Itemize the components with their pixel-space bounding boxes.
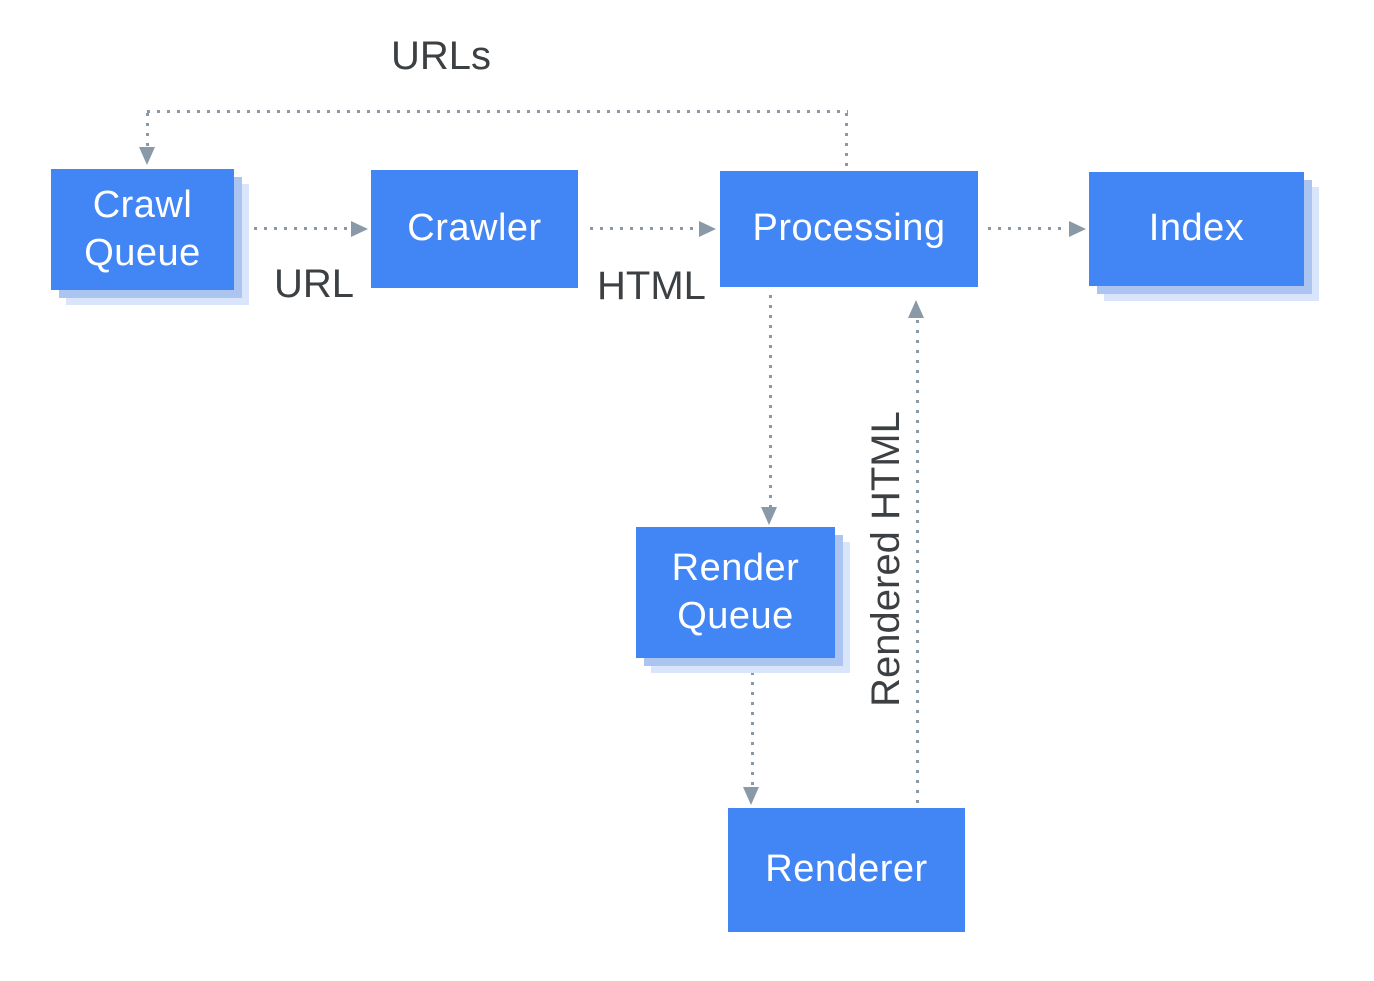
edge-label-rendered-html: Rendered HTML xyxy=(864,411,908,707)
arrowhead-down-icon xyxy=(761,507,777,525)
node-label: Render Queue xyxy=(671,546,800,637)
arrowhead-up-icon xyxy=(908,300,924,318)
arrowhead-down-icon xyxy=(743,787,759,805)
node-index: Index xyxy=(1089,172,1304,286)
node-label: Processing xyxy=(752,207,946,250)
dotted-line-segment xyxy=(146,113,149,147)
node-render-queue: Render Queue xyxy=(636,527,835,658)
edge-label-urls: URLs xyxy=(391,34,492,78)
dotted-line-segment xyxy=(988,227,1068,230)
dotted-line-segment xyxy=(147,110,848,113)
node-label: Renderer xyxy=(765,848,928,891)
arrowhead-right-icon xyxy=(1069,221,1086,237)
dotted-line-segment xyxy=(916,320,919,806)
dotted-line-segment xyxy=(769,295,772,507)
dotted-line-segment xyxy=(845,113,848,171)
node-crawl-queue: Crawl Queue xyxy=(51,169,234,290)
node-crawler: Crawler xyxy=(371,170,578,288)
node-label: Index xyxy=(1148,207,1245,250)
node-processing: Processing xyxy=(720,171,978,287)
arrowhead-right-icon xyxy=(351,221,368,237)
dotted-line-segment xyxy=(590,227,698,230)
dotted-line-segment xyxy=(751,672,754,786)
edge-label-url: URL xyxy=(274,262,355,306)
node-label: Crawler xyxy=(407,207,542,250)
edge-label-html: HTML xyxy=(597,264,706,308)
arrowhead-right-icon xyxy=(699,221,716,237)
dotted-line-segment xyxy=(254,227,350,230)
node-label: Crawl Queue xyxy=(84,183,201,274)
arrowhead-down-icon xyxy=(139,147,155,165)
node-renderer: Renderer xyxy=(728,808,965,932)
